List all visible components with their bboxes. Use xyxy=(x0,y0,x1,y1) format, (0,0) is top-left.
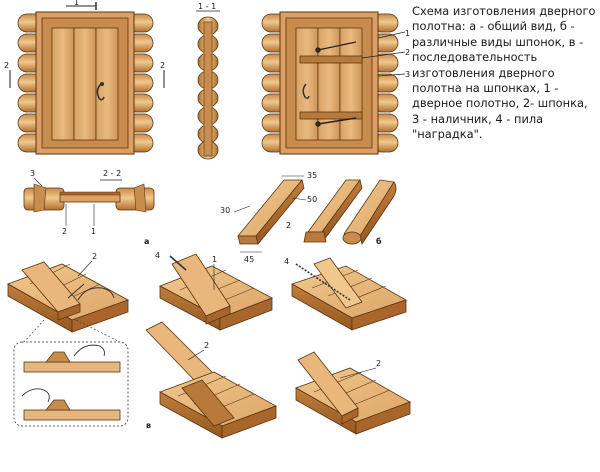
door-leaf xyxy=(51,27,119,141)
dim-35: 35 xyxy=(307,171,317,180)
dim-45: 45 xyxy=(244,255,254,264)
letter-b: б xyxy=(376,236,382,246)
caption-line: изготовления дверного xyxy=(412,65,555,80)
step1-label-2: 2 xyxy=(92,252,97,261)
caption-line: Схема изготовления дверного xyxy=(412,4,596,18)
section-mark-right: 2 xyxy=(160,61,165,70)
step2-board xyxy=(159,253,273,331)
section-1-1-view: 1 - 1 xyxy=(196,2,220,160)
step3-board xyxy=(291,257,407,331)
plan-label-2: 2 xyxy=(62,227,67,236)
caption-line: полотна: а - общий вид, б - xyxy=(412,19,575,34)
caption-line: различные виды шпонок, в - xyxy=(412,34,584,49)
key-dimensions xyxy=(233,175,307,253)
caption-line: дверное полотно, 2- шпонка, xyxy=(412,96,588,111)
step4-board xyxy=(145,321,277,439)
step5-label-2: 2 xyxy=(376,359,381,368)
hand-step1-icon xyxy=(77,287,115,301)
caption-block: Схема изготовления дверного полотна: а -… xyxy=(412,4,596,143)
section-mark-left: 2 xyxy=(4,61,9,70)
section-1-1-label: 1 - 1 xyxy=(198,2,216,11)
callout-1: 1 xyxy=(405,29,410,38)
step4-label-2: 2 xyxy=(204,341,209,350)
dim-30: 30 xyxy=(220,206,230,215)
letter-v: в xyxy=(146,421,151,430)
caption-line: полотна на шпонках, 1 - xyxy=(412,81,559,96)
key-label-2: 2 xyxy=(286,221,291,230)
letter-a: а xyxy=(144,237,149,246)
door-front-view: 1 2 2 xyxy=(4,0,165,155)
door-back-view: 1 2 3 xyxy=(261,11,410,155)
callout-3: 3 xyxy=(405,70,410,79)
zoom-inset xyxy=(13,319,129,427)
saw-step2-icon xyxy=(169,255,187,271)
back-keys xyxy=(299,55,363,120)
callout-2: 2 xyxy=(405,48,410,57)
section-2-2-label: 2 - 2 xyxy=(103,169,121,178)
step3-label-4: 4 xyxy=(284,257,289,266)
caption-line: "наградка". xyxy=(412,127,483,142)
step2-label-1: 1 xyxy=(212,255,217,264)
section-mark-top: 1 xyxy=(74,0,79,7)
step5-board xyxy=(295,351,411,435)
caption-line: последовательность xyxy=(412,50,538,65)
saw-step3-icon xyxy=(295,263,351,301)
plan-label-3: 3 xyxy=(30,169,35,178)
caption-line: 3 - наличник, 4 - пила xyxy=(412,111,544,126)
plan-section-2-2: 3 2 - 2 2 1 xyxy=(23,169,155,236)
plan-label-1: 1 xyxy=(91,227,96,236)
step2-label-4: 4 xyxy=(155,251,160,260)
dim-50: 50 xyxy=(307,195,317,204)
step1-board xyxy=(7,261,129,333)
key-types xyxy=(237,179,397,245)
